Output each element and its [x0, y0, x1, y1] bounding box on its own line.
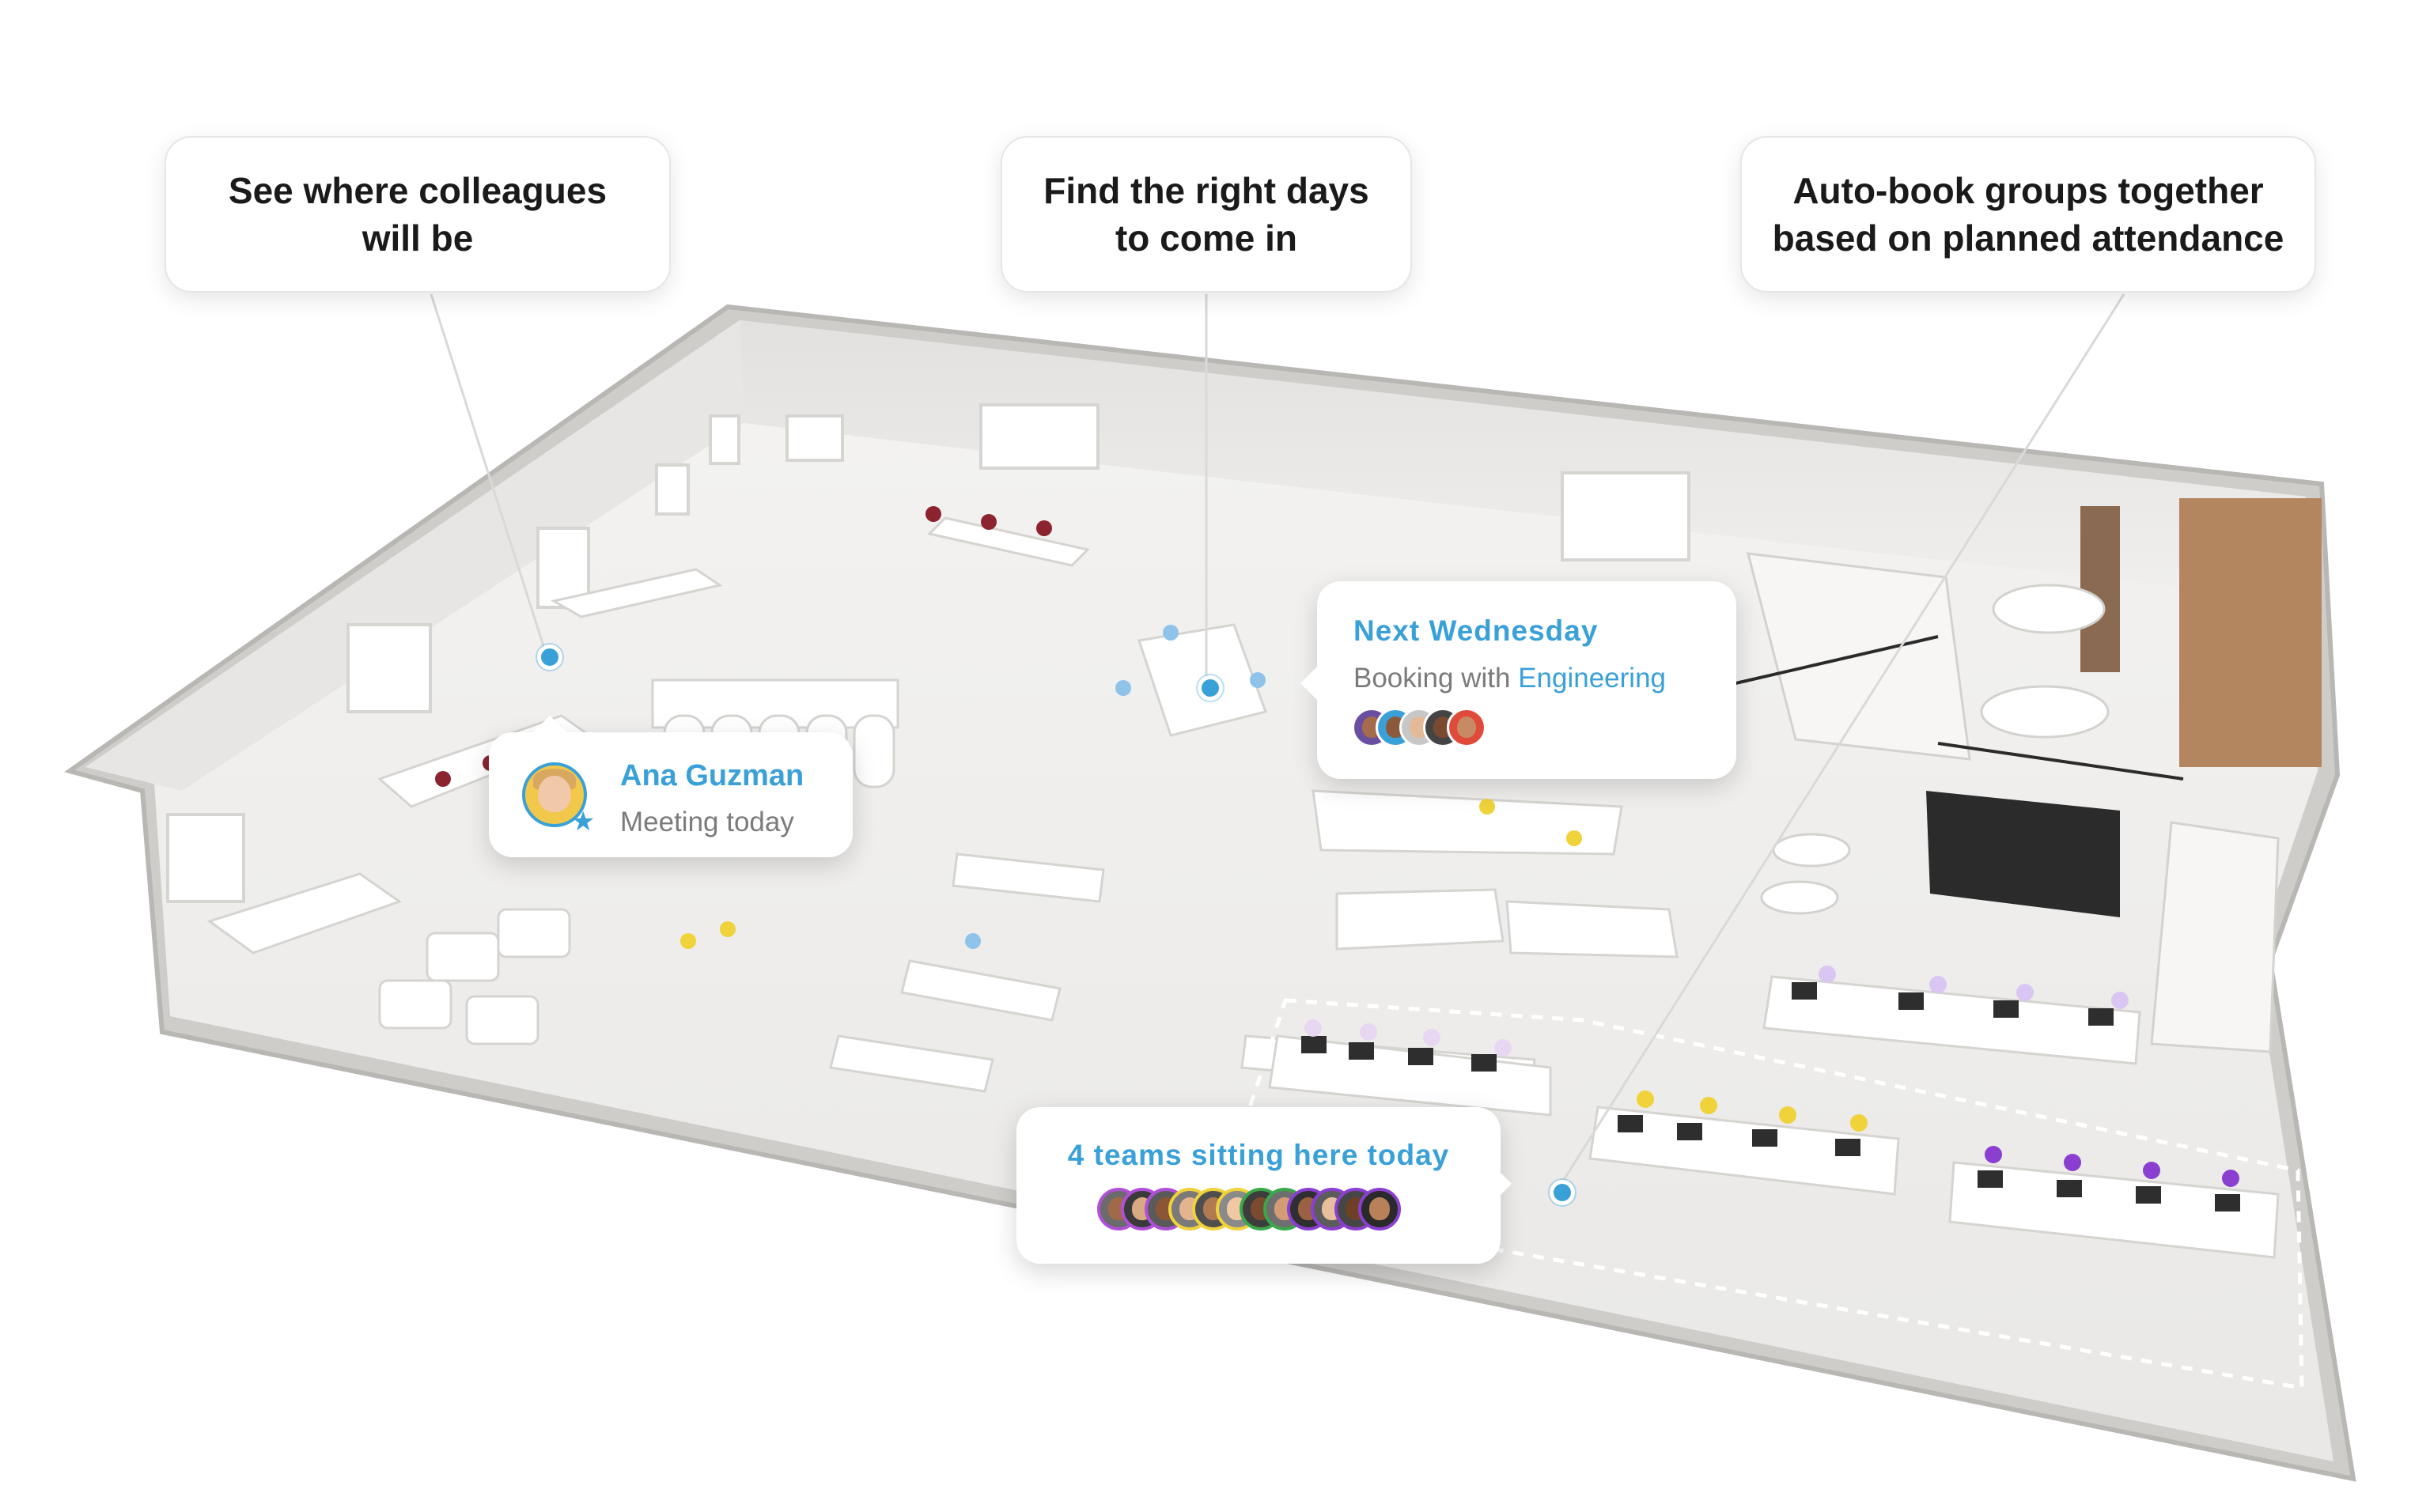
booking-day-title: Next Wednesday — [1353, 614, 1599, 647]
callout-days-line-2: to come in — [1115, 217, 1298, 259]
leader-lines — [430, 293, 2125, 1189]
colleague-card[interactable]: ★ Ana Guzman Meeting today — [489, 715, 853, 857]
callout-days: Find the right days to come in — [1001, 136, 1412, 293]
booking-prefix: Booking with — [1353, 663, 1511, 694]
desk-marker-dot[interactable] — [1198, 675, 1223, 701]
callout-autobook-line-2: based on planned attendance — [1772, 217, 2284, 259]
callout-autobook: Auto-book groups together based on plann… — [1740, 136, 2316, 293]
callout-colleagues: See where colleagues will be — [165, 136, 671, 293]
booking-line: Booking with Engineering — [1353, 660, 1666, 697]
callout-colleagues-line-1: See where colleagues — [228, 170, 608, 211]
monitors — [1301, 982, 2240, 1211]
booking-team-link[interactable]: Engineering — [1518, 663, 1666, 694]
avatar — [522, 762, 587, 827]
booking-card[interactable]: Next Wednesday Booking with Engineering — [1300, 581, 1736, 779]
windows — [166, 403, 1690, 903]
callout-days-line-1: Find the right days — [1043, 170, 1369, 211]
back-wall — [740, 320, 2308, 601]
colleague-name: Ana Guzman — [620, 759, 804, 792]
team-zone-outline — [1215, 998, 2304, 1390]
colleague-marker-dot[interactable] — [537, 644, 562, 670]
avatar — [1358, 1188, 1401, 1230]
zone-marker-dot[interactable] — [1550, 1180, 1575, 1205]
zone-avatar-stack — [1097, 1188, 1429, 1235]
left-wall — [85, 320, 744, 791]
colleague-status: Meeting today — [620, 807, 794, 837]
callout-colleagues-line-2: will be — [361, 217, 474, 259]
right-area — [1732, 498, 2322, 1053]
star-icon: ★ — [571, 807, 596, 837]
callout-autobook-line-1: Auto-book groups together — [1792, 170, 2264, 211]
zone-teams-title: 4 teams sitting here today — [1067, 1139, 1450, 1171]
avatar — [1447, 708, 1486, 747]
booking-avatar-stack — [1352, 708, 1502, 749]
desk-pods — [1268, 975, 2280, 1259]
zone-teams-card[interactable]: 4 teams sitting here today — [1016, 1107, 1512, 1264]
